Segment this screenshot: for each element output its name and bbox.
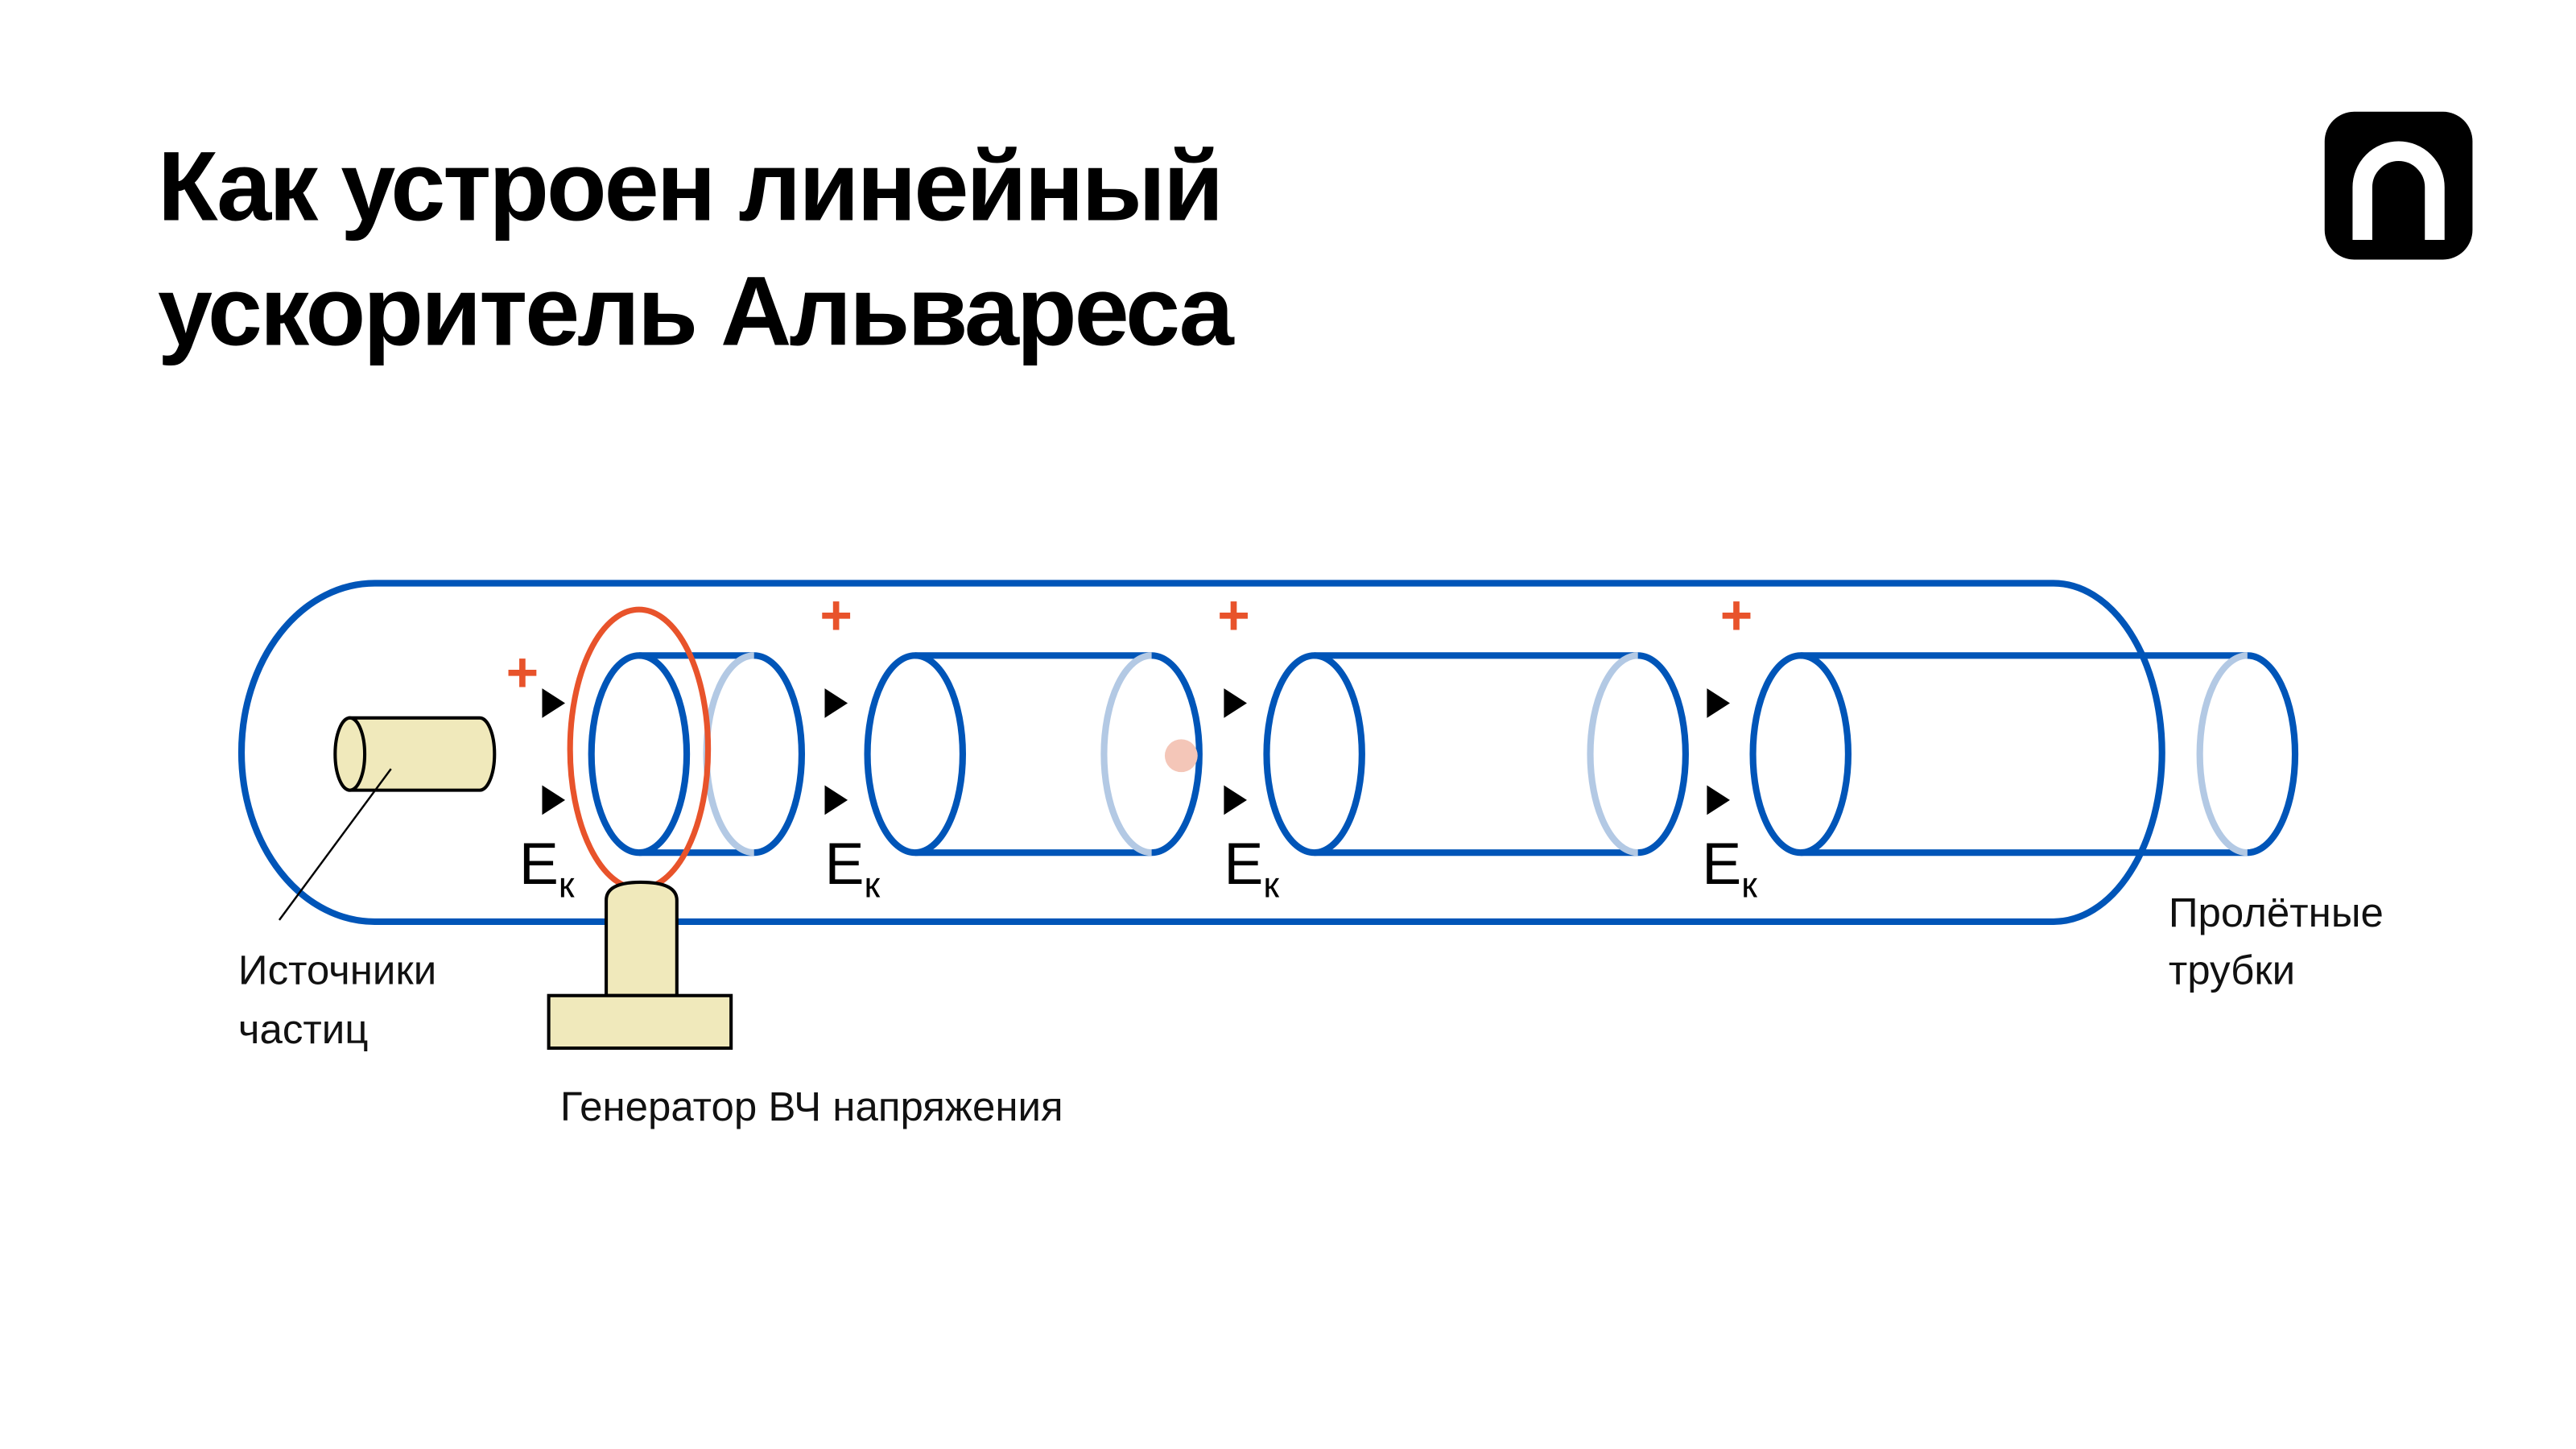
plus-sign: +	[506, 641, 539, 704]
logo	[2324, 111, 2473, 260]
plus-sign: +	[1217, 584, 1250, 646]
plus-sign: +	[819, 584, 852, 646]
drift-tube-4	[1749, 652, 2299, 857]
rf-generator	[547, 880, 733, 1051]
field-label: Eк	[824, 830, 880, 905]
plus-sign: +	[1720, 584, 1753, 646]
drift-tube-2	[864, 652, 1203, 857]
generator-label: Генератор ВЧ напряжения	[560, 1084, 1063, 1129]
resonator-tank	[237, 580, 2165, 925]
particle-bunch	[1164, 739, 1198, 773]
drift-tube-3	[1263, 652, 1689, 857]
field-arrows	[542, 688, 1730, 815]
tubes-label-1: Пролётные	[2169, 890, 2384, 935]
field-label: Eк	[1224, 830, 1279, 905]
source-label-2: частиц	[238, 1006, 369, 1052]
source-label-1: Источники	[238, 947, 436, 993]
particle-source	[278, 716, 497, 921]
title-line-1: Как устроен линейный	[158, 130, 1221, 241]
tubes-label-2: трубки	[2169, 947, 2295, 993]
field-label: Eк	[519, 830, 575, 905]
field-label: Eк	[1702, 830, 1757, 905]
title-line-2: ускоритель Альвареса	[158, 256, 1235, 366]
